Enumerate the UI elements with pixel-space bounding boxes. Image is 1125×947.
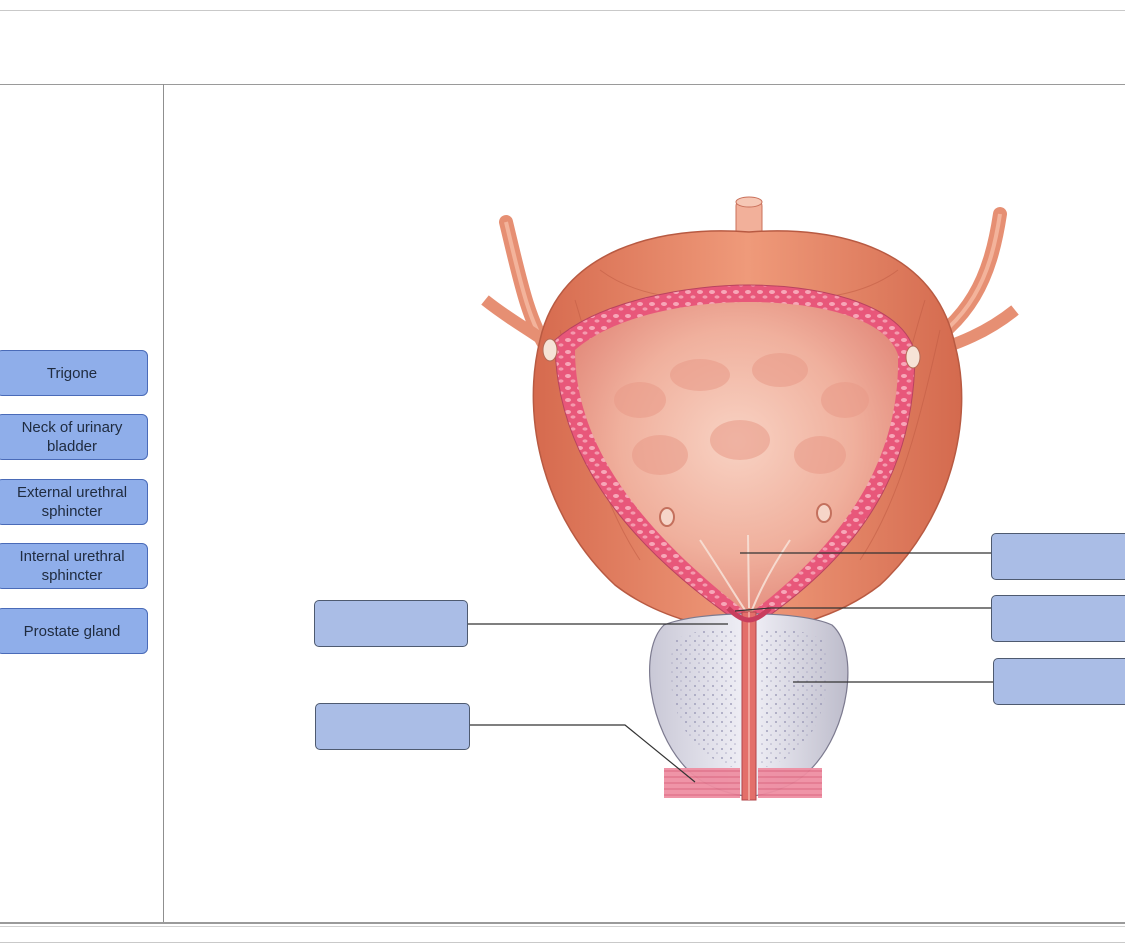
panel-divider <box>163 84 164 924</box>
label-prostate-text: Prostate gland <box>23 622 121 640</box>
footer-border <box>0 942 1125 943</box>
right-ureteral-orifice <box>816 503 832 523</box>
drop-target-left-1[interactable] <box>314 600 468 647</box>
top-border <box>0 10 1125 11</box>
leader-left-2 <box>469 724 696 783</box>
header-divider <box>0 84 1125 85</box>
label-external-text: External urethral sphincter <box>16 484 128 520</box>
left-ureteral-orifice <box>659 507 675 527</box>
label-trigone-text: Trigone <box>46 364 98 382</box>
label-trigone[interactable]: Trigone <box>0 350 148 396</box>
leader-right-2 <box>734 607 992 612</box>
drop-target-right-1[interactable] <box>991 533 1125 580</box>
internal-sphincter-region <box>726 606 772 623</box>
external-sphincter-left <box>664 768 740 798</box>
label-internal-text: Internal urethral sphincter <box>19 548 125 584</box>
drop-target-right-3[interactable] <box>993 658 1125 705</box>
external-sphincter-right <box>758 768 822 798</box>
bottom-border-inner <box>0 926 1125 927</box>
drop-target-left-2[interactable] <box>315 703 470 750</box>
label-internal-urethral-sphincter[interactable]: Internal urethral sphincter <box>0 543 148 589</box>
drop-target-right-2[interactable] <box>991 595 1125 642</box>
bottom-border <box>0 922 1125 924</box>
label-external-urethral-sphincter[interactable]: External urethral sphincter <box>0 479 148 525</box>
label-neck-of-urinary-bladder[interactable]: Neck of urinary bladder <box>0 414 148 460</box>
label-neck-text: Neck of urinary bladder <box>21 419 123 455</box>
header-band <box>0 11 1125 84</box>
label-prostate-gland[interactable]: Prostate gland <box>0 608 148 654</box>
